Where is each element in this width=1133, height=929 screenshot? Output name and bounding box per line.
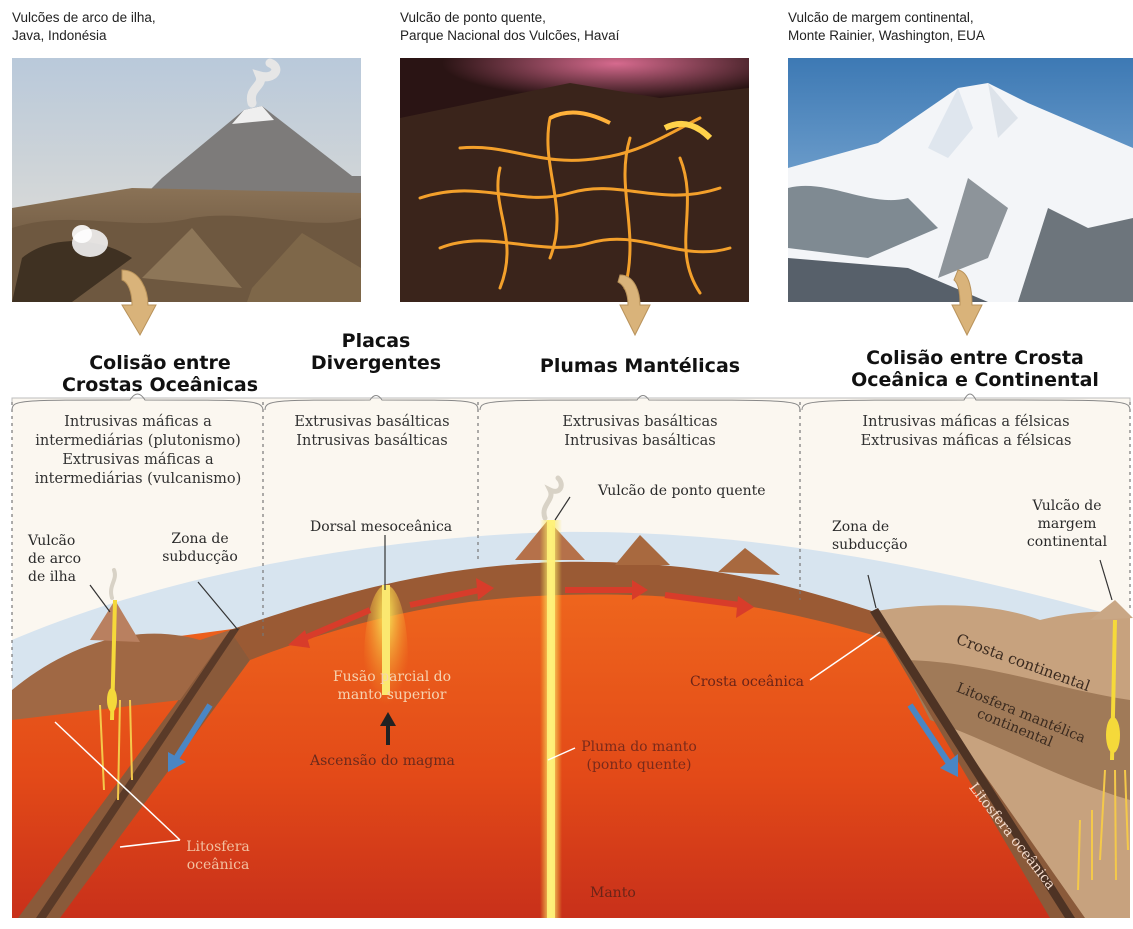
label-continental-margin-volcano: Vulcão de margem continental <box>1012 497 1122 551</box>
label-partial-melting: Fusão parcial do manto superior <box>322 668 462 704</box>
section-title-ocean-continent-collision: Colisão entre Crosta Oceânica e Continen… <box>830 347 1120 391</box>
rocks-oceanic-collision: Intrusivas máficas a intermediárias (plu… <box>12 413 264 489</box>
rocks-mantle-plumes: Extrusivas basálticas Intrusivas basálti… <box>480 413 800 451</box>
label-island-arc-volcano: Vulcão de arco de ilha <box>28 532 81 586</box>
section-title-divergent-plates: Placas Divergentes <box>296 330 456 374</box>
section-title-mantle-plumes: Plumas Mantélicas <box>520 355 760 377</box>
label-hotspot-volcano: Vulcão de ponto quente <box>598 482 766 500</box>
rocks-ocean-continent-collision: Intrusivas máficas a félsicas Extrusivas… <box>802 413 1130 451</box>
label-oceanic-lithosphere-left: Litosfera oceânica <box>178 838 258 874</box>
label-subduction-zone-left: Zona de subducção <box>150 530 250 566</box>
label-mid-ocean-ridge: Dorsal mesoceânica <box>310 518 452 536</box>
section-title-oceanic-collision: Colisão entre Crostas Oceânicas <box>40 352 280 396</box>
label-oceanic-crust: Crosta oceânica <box>690 673 804 691</box>
label-magma-ascent: Ascensão do magma <box>310 752 455 770</box>
label-mantle: Manto <box>590 884 636 902</box>
label-mantle-plume: Pluma do manto (ponto quente) <box>574 738 704 774</box>
label-subduction-zone-right: Zona de subducção <box>832 518 908 554</box>
rocks-divergent-plates: Extrusivas basálticas Intrusivas basálti… <box>266 413 478 451</box>
section-arrows <box>122 270 982 335</box>
